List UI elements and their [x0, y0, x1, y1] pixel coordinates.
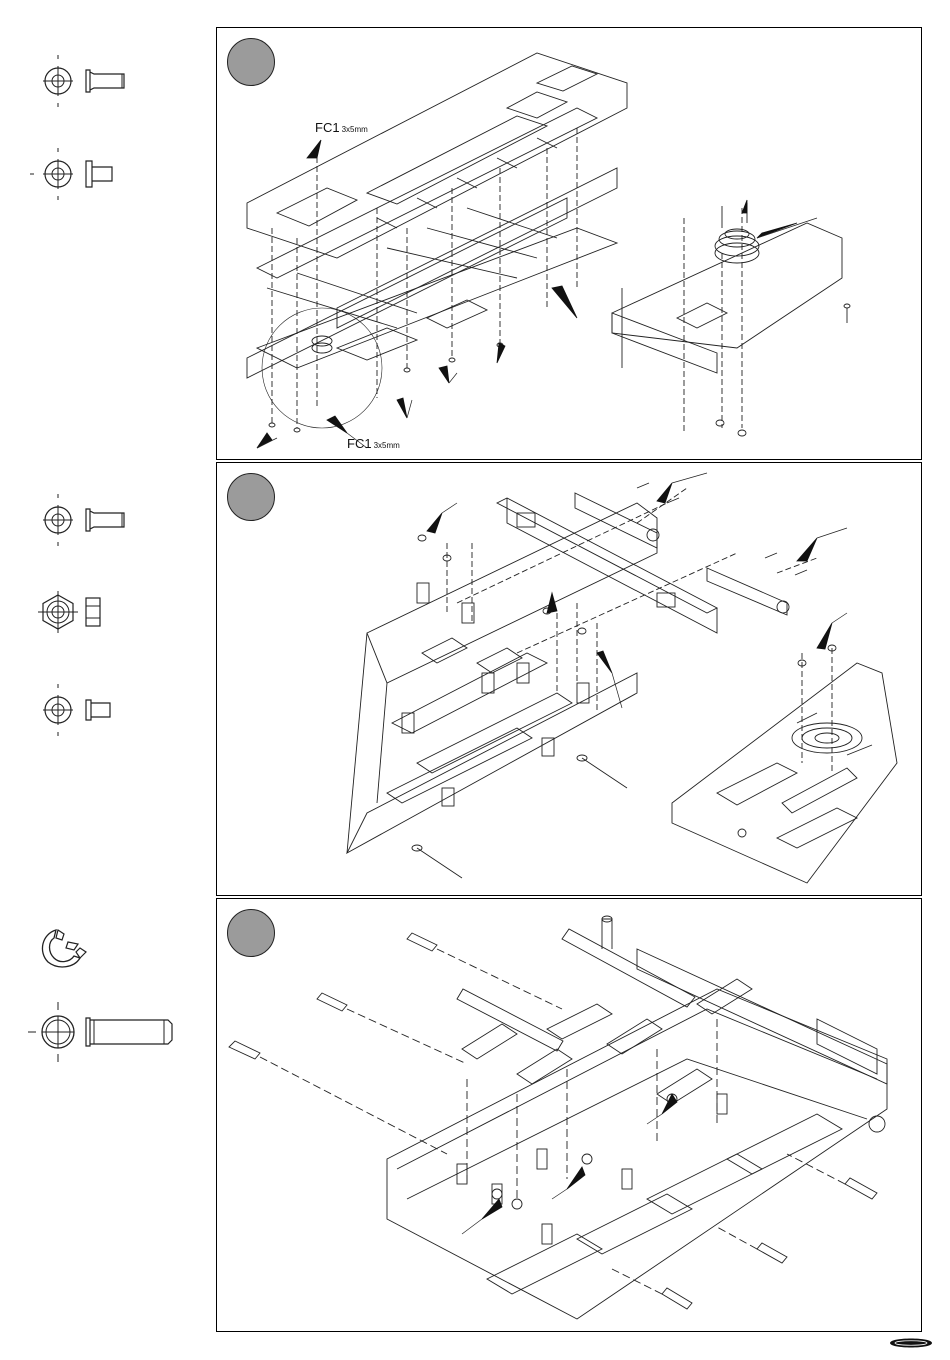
pivot-shaft-drawing [217, 899, 921, 1331]
hex-nut-icon [30, 586, 140, 638]
button-head-screw-icon [30, 684, 140, 736]
parts-column [0, 0, 210, 1360]
countersunk-screw-icon [30, 55, 140, 107]
chassis-exploded-drawing [217, 28, 921, 459]
frame-bracket-drawing [217, 463, 921, 895]
assembly-step-panel-3 [216, 898, 922, 1332]
pin-shaft-icon [28, 1002, 188, 1062]
countersunk-screw-icon [30, 494, 140, 546]
e-clip-icon [34, 922, 94, 972]
button-head-screw-icon [30, 148, 140, 200]
assembly-step-panel-2 [216, 462, 922, 896]
carson-logo-icon [886, 1334, 936, 1352]
